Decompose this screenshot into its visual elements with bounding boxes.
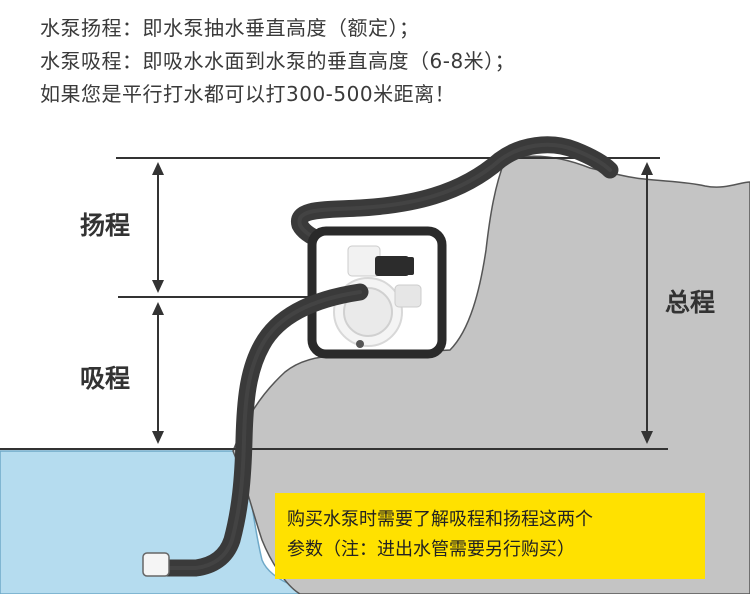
purchase-note: 购买水泵时需要了解吸程和扬程这两个 参数（注：进出水管需要另行购买） <box>275 493 705 579</box>
header-line-1: 水泵扬程：即水泵抽水垂直高度（额定）； <box>40 16 420 40</box>
pump-unit <box>307 226 447 359</box>
outlet-hose <box>291 136 619 271</box>
header-text: 水泵扬程：即水泵抽水垂直高度（额定）； 水泵吸程：即吸水水面到水泵的垂直高度（6… <box>40 12 515 111</box>
header-line-3: 如果您是平行打水都可以打300-500米距离！ <box>40 82 456 106</box>
total-label: 总程 <box>665 288 715 317</box>
header-line-2: 水泵吸程：即吸水水面到水泵的垂直高度（6-8米）； <box>40 49 516 73</box>
suction-label: 吸程 <box>80 364 130 393</box>
total-arrow <box>641 162 653 444</box>
suction-arrow <box>152 302 164 444</box>
foot-valve <box>142 552 170 577</box>
note-line-2: 参数（注：进出水管需要另行购买） <box>287 539 575 560</box>
intake-hose <box>155 283 369 577</box>
note-line-1: 购买水泵时需要了解吸程和扬程这两个 <box>287 509 593 530</box>
lift-label: 扬程 <box>80 211 130 240</box>
lift-arrow <box>152 162 164 293</box>
